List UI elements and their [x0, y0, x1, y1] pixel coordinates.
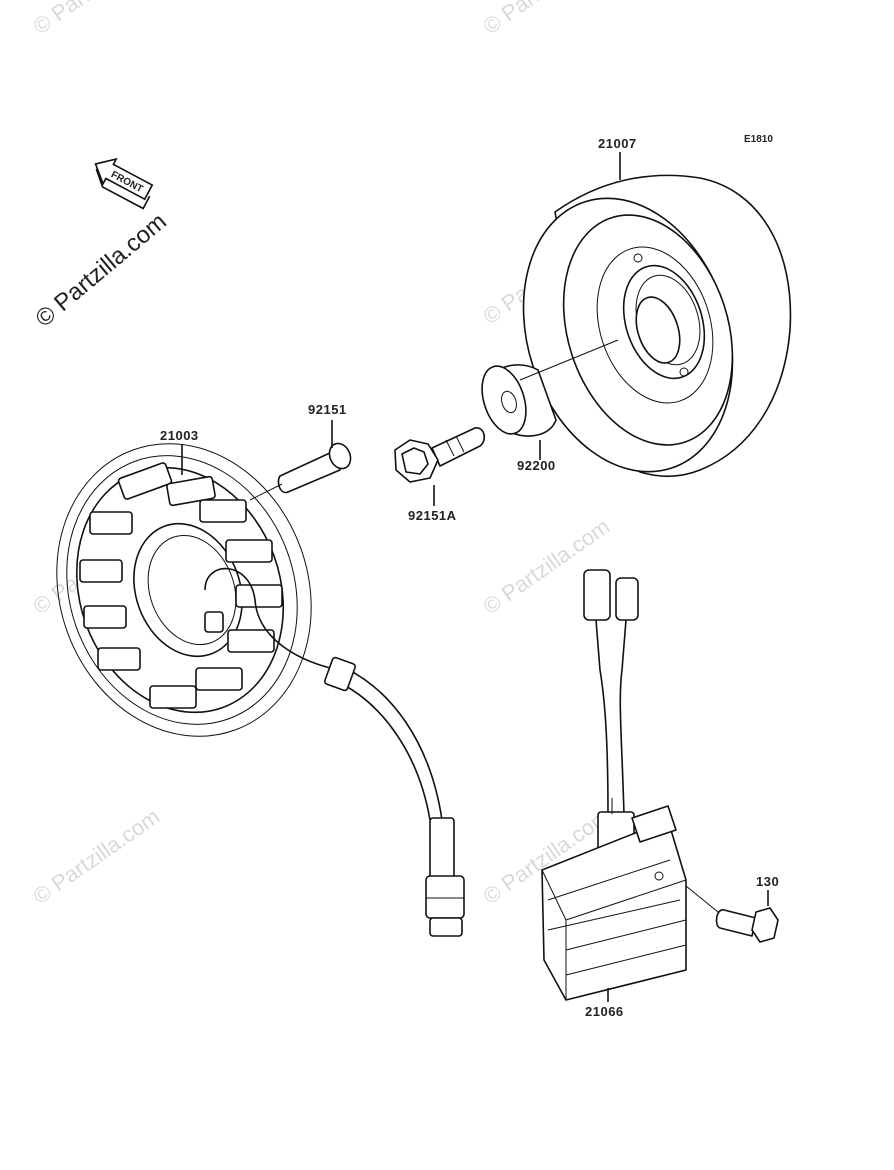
leader-lines — [181, 152, 769, 1002]
label-92151: 92151 — [308, 402, 347, 417]
bolt-130 — [715, 907, 779, 943]
stator-21003 — [56, 443, 331, 737]
rotor-21007 — [522, 174, 792, 478]
watermark-6: © Partzilla.com — [29, 804, 165, 910]
brand-text: © Partzilla.com — [31, 208, 172, 333]
watermark-2: © Partzilla.com — [479, 0, 615, 39]
label-92200: 92200 — [517, 458, 556, 473]
regulator-21066 — [541, 569, 687, 1001]
bolt-92151a — [394, 427, 486, 483]
label-21066: 21066 — [585, 1004, 624, 1019]
label-92151a: 92151A — [408, 508, 457, 523]
label-21003: 21003 — [160, 428, 199, 443]
watermark-1: © Partzilla.com — [29, 0, 165, 39]
stator-wire — [323, 656, 465, 937]
washer-92200 — [481, 364, 557, 437]
label-21007: 21007 — [598, 136, 637, 151]
label-130: 130 — [756, 874, 779, 889]
bolt-92151 — [277, 442, 352, 494]
watermark-group: © Partzilla.com © Partzilla.com © Partzi… — [29, 0, 615, 909]
diagram-code: E1810 — [744, 134, 773, 145]
front-arrow-icon: FRONT — [94, 157, 154, 210]
